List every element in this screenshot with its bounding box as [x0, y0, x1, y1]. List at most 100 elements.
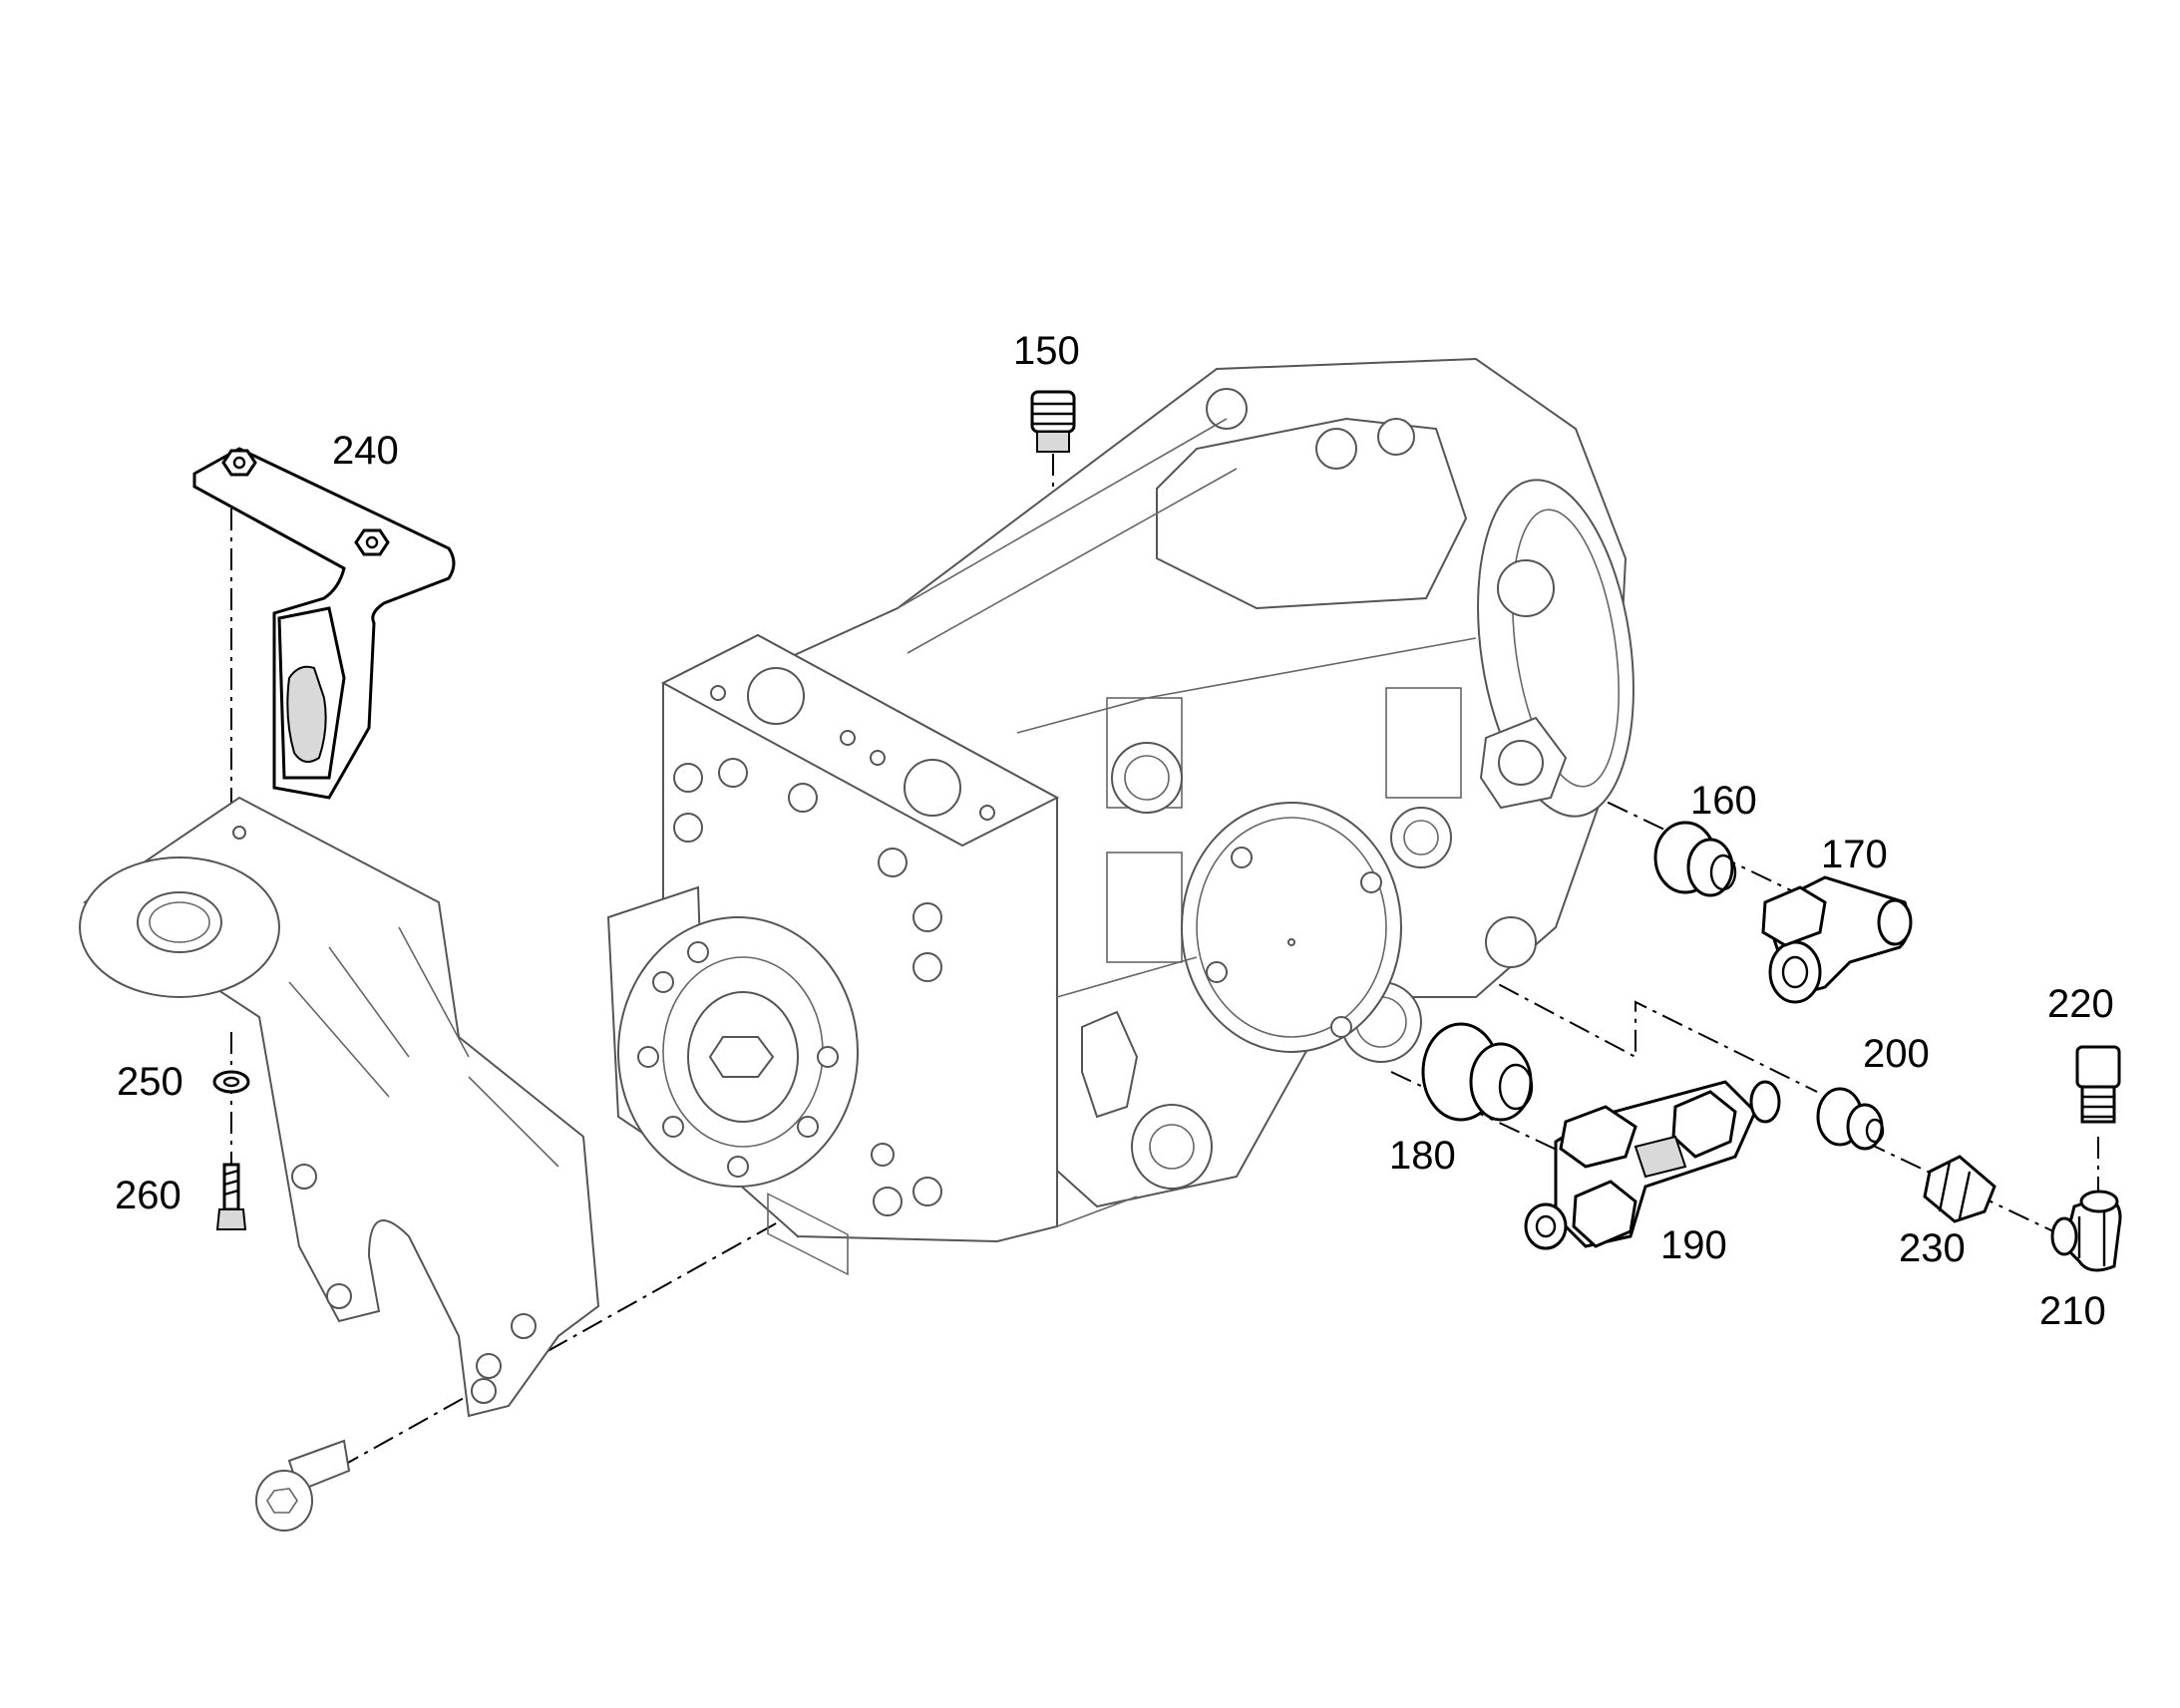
bracket-nut-2 — [354, 528, 390, 556]
part-220-fitting — [2075, 1045, 2121, 1124]
housing-rear-cap-ring — [1511, 509, 1621, 788]
mid-boss — [1390, 807, 1452, 868]
side-cover-bolt-4 — [1330, 1016, 1352, 1038]
flange-hole-7 — [817, 1046, 839, 1068]
socket-head-bolt — [255, 1439, 351, 1532]
flange-hole-1 — [652, 971, 674, 993]
callout-220: 220 — [2047, 982, 2114, 1026]
callout-200: 200 — [1863, 1032, 1930, 1076]
housing-top-block — [1156, 417, 1468, 610]
callout-labels: 150 160 170 180 190 200 210 220 230 240 … — [115, 329, 2114, 1333]
front-face-bolt-1 — [673, 763, 703, 793]
mounting-bracket-top-hole — [232, 826, 246, 840]
rear-lug-hole — [1497, 559, 1555, 617]
port-boss-160-hole — [1498, 740, 1544, 786]
cross-190-port-end-bore — [1535, 1214, 1557, 1238]
top-port-1 — [1315, 428, 1357, 470]
lower-boss — [1131, 1104, 1213, 1190]
front-face-bolt-7 — [912, 952, 942, 982]
part-200-fitting — [1816, 1087, 1885, 1151]
front-label-plate — [767, 1193, 849, 1276]
mounting-bracket-ribs — [288, 926, 559, 1168]
side-cover — [1181, 802, 1402, 1053]
top-port-2 — [1377, 418, 1415, 456]
tee-170-port-a-bore — [1781, 955, 1809, 989]
callout-240: 240 — [332, 429, 399, 473]
flange-hole-2 — [687, 941, 709, 963]
mounting-bracket-hole-1 — [291, 1164, 317, 1190]
cross-190-port-right — [1749, 1080, 1781, 1124]
front-top-hole-6 — [979, 805, 995, 821]
axis-bolt-bracket — [338, 1166, 879, 1469]
drive-shaft-nut — [708, 1036, 775, 1078]
side-cover-rim — [1196, 817, 1387, 1038]
elbow-210-lines — [2077, 1211, 2106, 1266]
callout-210: 210 — [2039, 1289, 2106, 1333]
elbow-210-top — [2079, 1190, 2119, 1213]
flange-hole-4 — [662, 1116, 684, 1138]
fitting-220-hex — [2075, 1045, 2121, 1089]
bracket-nut-1-hole — [232, 456, 246, 470]
tee-170-port-b — [1877, 898, 1913, 946]
screw-260-head — [215, 1208, 247, 1230]
front-face-bolt-2 — [718, 758, 748, 788]
mounting-bracket-hole-3 — [476, 1353, 502, 1379]
port-boss-left-inner — [1124, 755, 1170, 801]
tee-170-hex — [1761, 885, 1827, 947]
lower-boss-inner — [1149, 1124, 1195, 1170]
bracket-nut-2-hole — [365, 535, 379, 549]
axis-180-190-jog — [1146, 797, 1818, 1093]
rear-lug-hole-2 — [1485, 916, 1537, 968]
plug-150-hex — [1036, 431, 1070, 453]
front-face-bolt-4 — [788, 783, 818, 813]
front-face-bolt-6 — [912, 902, 942, 932]
side-pad-2 — [1385, 687, 1462, 799]
mid-boss-inner — [1403, 820, 1439, 855]
front-top-hole-5 — [870, 750, 886, 766]
front-face-bolt-3 — [673, 813, 703, 843]
pump-housing — [606, 357, 1635, 1276]
part-250-washer — [212, 1070, 250, 1094]
coupling-230-mid — [1938, 1161, 1952, 1212]
callout-180: 180 — [1389, 1134, 1456, 1178]
fitting-160-thread — [1686, 838, 1734, 897]
washer-250-hole — [222, 1076, 240, 1088]
front-top-hole-4 — [840, 730, 856, 746]
fitting-180-bore — [1498, 1063, 1534, 1111]
front-top-hole-2 — [904, 759, 961, 817]
plug-150-body — [1030, 390, 1076, 434]
mounting-bracket-hole-2 — [326, 1283, 352, 1309]
part-230-coupling — [1923, 1155, 1997, 1223]
bolt-socket — [266, 1488, 298, 1514]
callout-230: 230 — [1899, 1226, 1966, 1270]
part-260-screw — [215, 1163, 247, 1230]
housing-ridge-lines — [897, 418, 1477, 734]
flange-hole-3 — [637, 1046, 659, 1068]
part-170-tee — [1761, 875, 1913, 1004]
callout-150: 150 — [1013, 329, 1080, 373]
top-lug-hole — [1206, 388, 1248, 430]
elbow-210-side — [2050, 1216, 2078, 1256]
front-face-bolt-9 — [873, 1187, 903, 1216]
cross-190-center — [1634, 1135, 1687, 1179]
housing-lower-edge — [1056, 956, 1198, 1227]
mounting-bracket-hole-4 — [511, 1313, 537, 1339]
port-boss-left — [1111, 742, 1183, 814]
front-face-bolt-5 — [878, 848, 908, 877]
front-top-hole-3 — [710, 685, 726, 701]
flange-hole-5 — [727, 1156, 749, 1178]
coupling-230-body — [1923, 1155, 1997, 1223]
mounting-bracket-hole-5 — [471, 1378, 497, 1404]
callout-170: 170 — [1821, 833, 1888, 876]
front-face-hole-10 — [871, 1143, 895, 1167]
front-face-bolt-8 — [912, 1177, 942, 1206]
side-cover-bolt-3 — [1206, 961, 1228, 983]
cross-190-hex-left — [1572, 1180, 1637, 1248]
bracket-plate-slot — [286, 665, 327, 763]
part-160-fitting — [1653, 821, 1737, 897]
front-top-hole-1 — [747, 667, 805, 725]
side-cover-bolt-2 — [1360, 871, 1382, 893]
cross-190-hex-top — [1559, 1105, 1637, 1169]
part-240-bracket-plate — [192, 447, 456, 800]
